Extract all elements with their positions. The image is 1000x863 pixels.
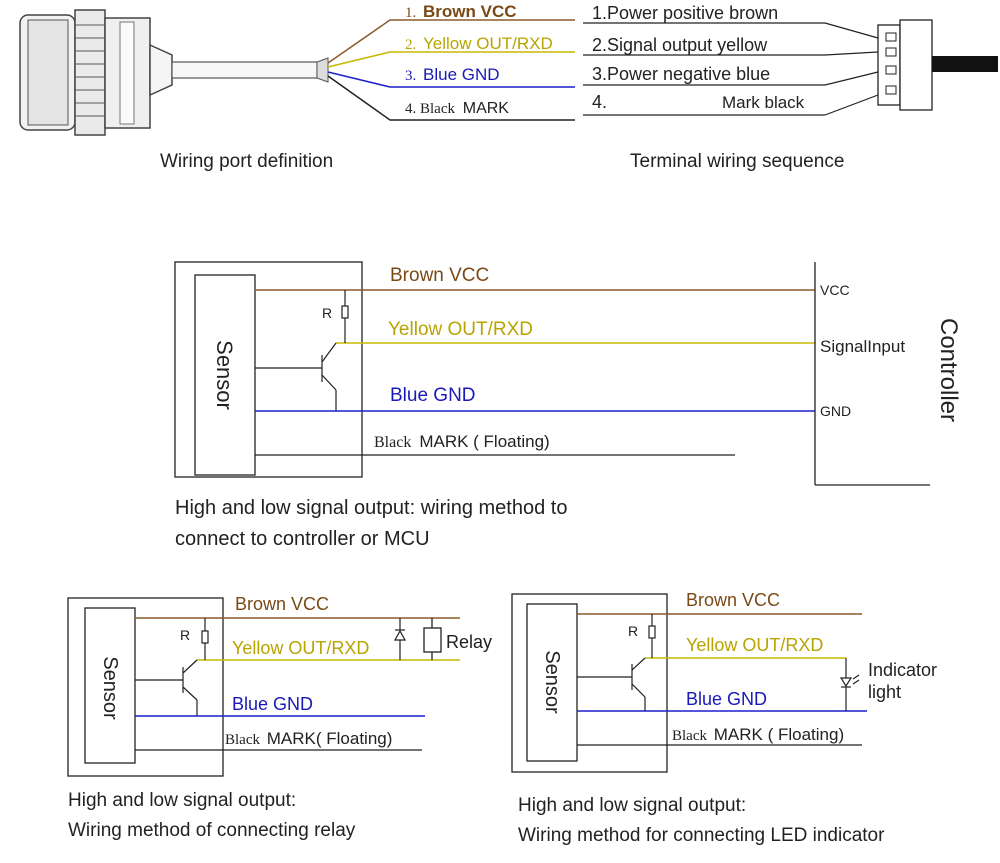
svg-text:Black MARK ( Floating): Black MARK ( Floating) bbox=[672, 725, 844, 744]
svg-text:Black MARK( Floating): Black MARK( Floating) bbox=[225, 729, 392, 748]
led-resistor-label: R bbox=[628, 623, 638, 639]
controller-brown-label: Brown VCC bbox=[390, 265, 489, 286]
controller-resistor-label: R bbox=[322, 305, 332, 321]
led-indicator-label-line-2: light bbox=[868, 682, 901, 702]
wire-4-number: 4. Black bbox=[405, 101, 455, 117]
wire-1-number: 1. bbox=[405, 5, 416, 21]
led-black-label: MARK ( Floating) bbox=[714, 725, 844, 744]
terminal-row-3: 3.Power negative blue bbox=[592, 64, 770, 84]
relay-caption-line-2: Wiring method of connecting relay bbox=[68, 820, 356, 841]
controller-caption-line-2: connect to controller or MCU bbox=[175, 528, 430, 550]
led-brown-label: Brown VCC bbox=[686, 590, 780, 610]
relay-brown-label: Brown VCC bbox=[235, 594, 329, 614]
wire-2-number: 2. bbox=[405, 37, 416, 53]
svg-text:2. Yellow OUT/RXD: 2. Yellow OUT/RXD bbox=[405, 34, 553, 53]
controller-signal-pin: SignalInput bbox=[820, 337, 905, 356]
led-caption-line-2: Wiring method for connecting LED indicat… bbox=[518, 825, 885, 846]
terminal-fan-in bbox=[824, 22, 879, 116]
led-blue-label: Blue GND bbox=[686, 689, 767, 709]
terminal-row-4-mark: Mark black bbox=[722, 93, 805, 112]
controller-vcc-pin: VCC bbox=[820, 282, 850, 298]
relay-diagram: Sensor R Relay Brown VCC bbox=[67, 594, 492, 841]
wiring-port-caption: Wiring port definition bbox=[160, 151, 333, 172]
controller-yellow-label: Yellow OUT/RXD bbox=[388, 319, 533, 340]
svg-text:3. Blue GND: 3. Blue GND bbox=[405, 65, 500, 84]
terminal-connector-icon bbox=[877, 19, 998, 111]
svg-text:1. Brown VCC: 1. Brown VCC bbox=[405, 2, 517, 21]
terminal-rows: 1.Power positive brown 2.Signal output y… bbox=[583, 3, 825, 116]
controller-black-label: MARK ( Floating) bbox=[419, 432, 549, 451]
wire-labels: 1. Brown VCC 2. Yellow OUT/RXD 3. Blue G… bbox=[405, 2, 553, 117]
led-diagram: Sensor R Indicator light Brown VCC Yel bbox=[511, 590, 937, 846]
controller-blue-label: Blue GND bbox=[390, 385, 476, 406]
terminal-row-2: 2.Signal output yellow bbox=[592, 35, 768, 55]
controller-gnd-pin: GND bbox=[820, 403, 851, 419]
relay-coil-icon bbox=[423, 618, 442, 660]
relay-yellow-label: Yellow OUT/RXD bbox=[232, 638, 369, 658]
controller-caption-line-1: High and low signal output: wiring metho… bbox=[175, 497, 567, 519]
led-caption-line-1: High and low signal output: bbox=[518, 795, 746, 816]
led-sensor-label: Sensor bbox=[541, 650, 563, 714]
wire-3-label: Blue GND bbox=[423, 65, 500, 84]
svg-text:Black MARK ( Floating): Black MARK ( Floating) bbox=[374, 432, 550, 451]
controller-label: Controller bbox=[935, 318, 962, 422]
controller-sensor-label: Sensor bbox=[212, 340, 237, 410]
sensor-connector-illustration bbox=[19, 9, 329, 136]
relay-black-label: MARK( Floating) bbox=[267, 729, 393, 748]
relay-blue-label: Blue GND bbox=[232, 694, 313, 714]
relay-resistor-label: R bbox=[180, 627, 190, 643]
terminal-row-1: 1.Power positive brown bbox=[592, 3, 778, 23]
wire-1-label: Brown VCC bbox=[423, 2, 517, 21]
wire-fan-out bbox=[327, 19, 575, 121]
led-indicator-icon bbox=[839, 658, 860, 711]
led-black-prefix: Black bbox=[672, 728, 707, 744]
terminal-row-4: 4. bbox=[592, 92, 607, 112]
wire-4-label: MARK bbox=[463, 100, 510, 117]
wire-3-number: 3. bbox=[405, 68, 416, 84]
controller-black-prefix: Black bbox=[374, 434, 411, 451]
svg-text:4. Black MARK: 4. Black MARK bbox=[405, 100, 509, 117]
led-yellow-label: Yellow OUT/RXD bbox=[686, 635, 823, 655]
terminal-caption: Terminal wiring sequence bbox=[630, 151, 844, 172]
relay-label: Relay bbox=[446, 632, 492, 652]
relay-diode-icon bbox=[393, 618, 407, 660]
relay-sensor-label: Sensor bbox=[99, 656, 121, 720]
controller-diagram: Sensor R Brown VCC Yellow OUT/RXD Blue G… bbox=[174, 261, 962, 550]
relay-black-prefix: Black bbox=[225, 732, 260, 748]
relay-caption-line-1: High and low signal output: bbox=[68, 790, 296, 811]
wire-2-label: Yellow OUT/RXD bbox=[423, 34, 553, 53]
led-indicator-label-line-1: Indicator bbox=[868, 660, 937, 680]
